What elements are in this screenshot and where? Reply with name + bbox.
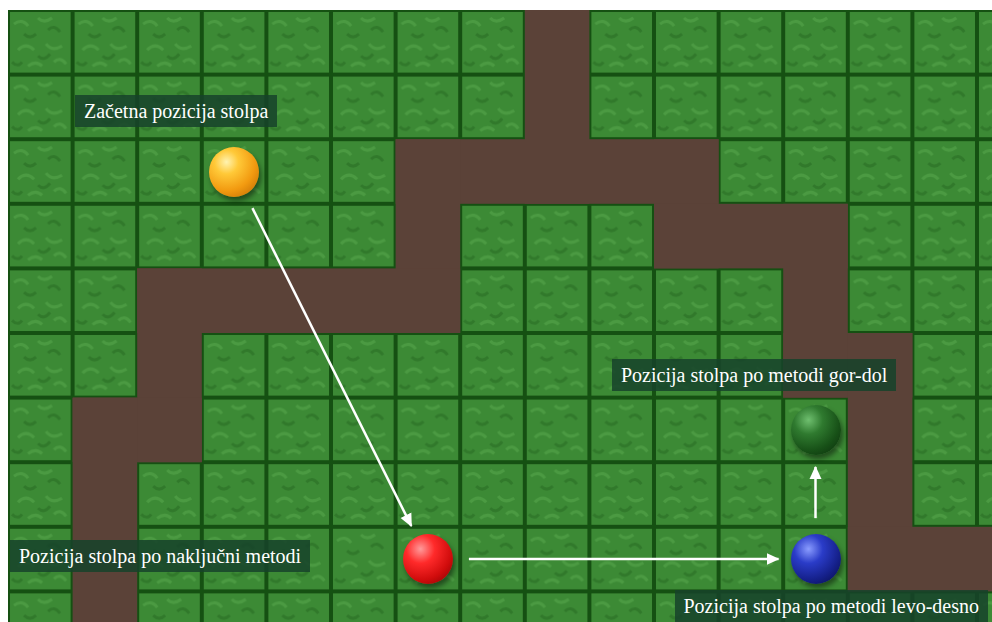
- tower-label: Začetna pozicija stolpa: [75, 95, 277, 127]
- tower-label: Pozicija stolpa po metodi levo-desno: [675, 590, 989, 622]
- tower-sphere: Začetna pozicija stolpa: [209, 147, 259, 197]
- move-arrow: [252, 208, 411, 526]
- tower-label: Pozicija stolpa po naključni metodi: [10, 540, 310, 572]
- tower-sphere: Pozicija stolpa po metodi gor-dol: [791, 405, 841, 455]
- tower-label: Pozicija stolpa po metodi gor-dol: [612, 359, 896, 391]
- move-arrow: [814, 467, 817, 518]
- tower-sphere: Pozicija stolpa po metodi levo-desno: [791, 534, 841, 584]
- move-arrow: [469, 558, 779, 561]
- tower-sphere: Pozicija stolpa po naključni metodi: [403, 534, 453, 584]
